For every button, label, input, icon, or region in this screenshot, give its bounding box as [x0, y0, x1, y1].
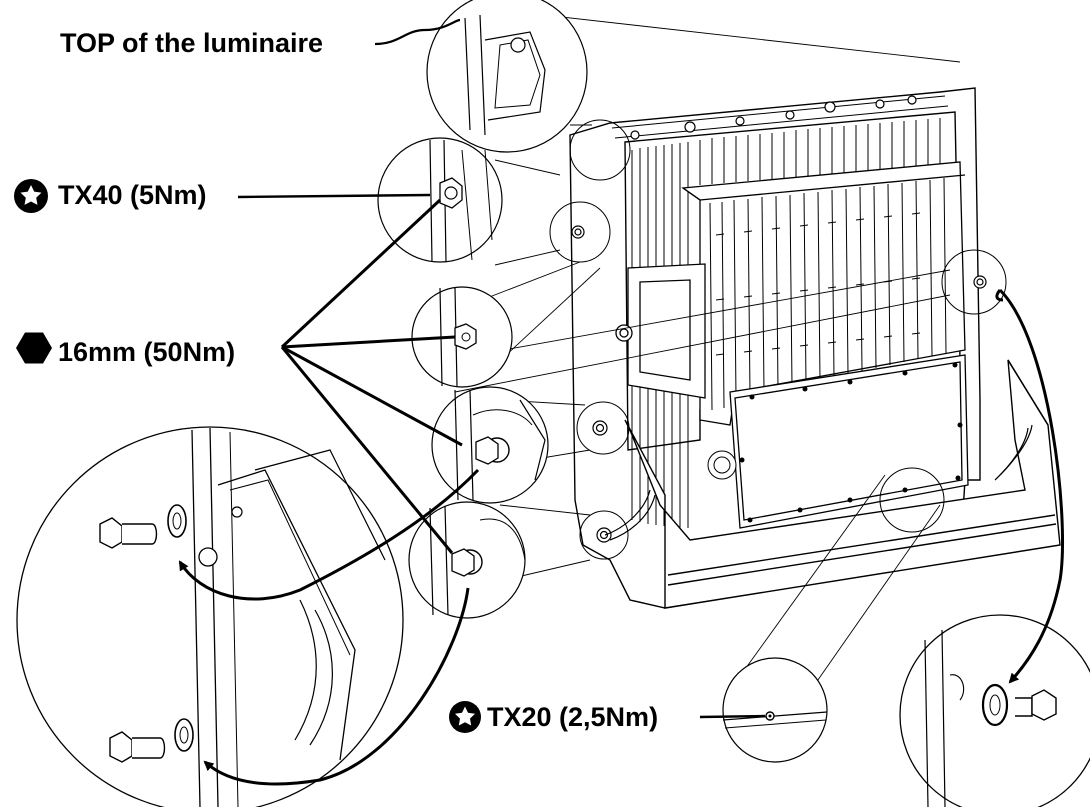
zoom-16mm-middle — [431, 386, 549, 504]
vent-detail — [707, 450, 737, 480]
zoom-exploded-right — [899, 614, 1090, 807]
side-bolts — [571, 225, 987, 543]
torx-star-icon-tx20 — [449, 701, 481, 733]
zoom-16mm-lower — [408, 501, 526, 619]
bottom-cover-screws — [739, 362, 963, 523]
zoom-tx20 — [722, 657, 828, 763]
top-of-luminaire-label: TOP of the luminaire — [60, 28, 324, 58]
hexagon-nut-icon — [16, 332, 52, 364]
mounting-plate — [615, 263, 706, 399]
zoom-top — [426, 0, 588, 153]
cooling-fins-top — [699, 118, 941, 185]
tx20-torque-label: TX20 (2,5Nm) — [487, 702, 659, 732]
source-circles — [549, 119, 1007, 560]
bottom-cover — [729, 354, 969, 529]
mounting-bracket — [624, 359, 1061, 609]
hex16-torque-label: 16mm (50Nm) — [58, 337, 236, 367]
tx40-torque-label: TX40 (5Nm) — [58, 180, 207, 210]
label-leaders — [237, 18, 766, 719]
top-screws — [630, 95, 917, 140]
cables — [604, 424, 1033, 541]
assembly-arrows — [178, 288, 1064, 786]
zoom-exploded-left — [16, 426, 404, 807]
zoom-16mm-upper — [411, 286, 513, 388]
torx-star-icon — [14, 179, 48, 213]
